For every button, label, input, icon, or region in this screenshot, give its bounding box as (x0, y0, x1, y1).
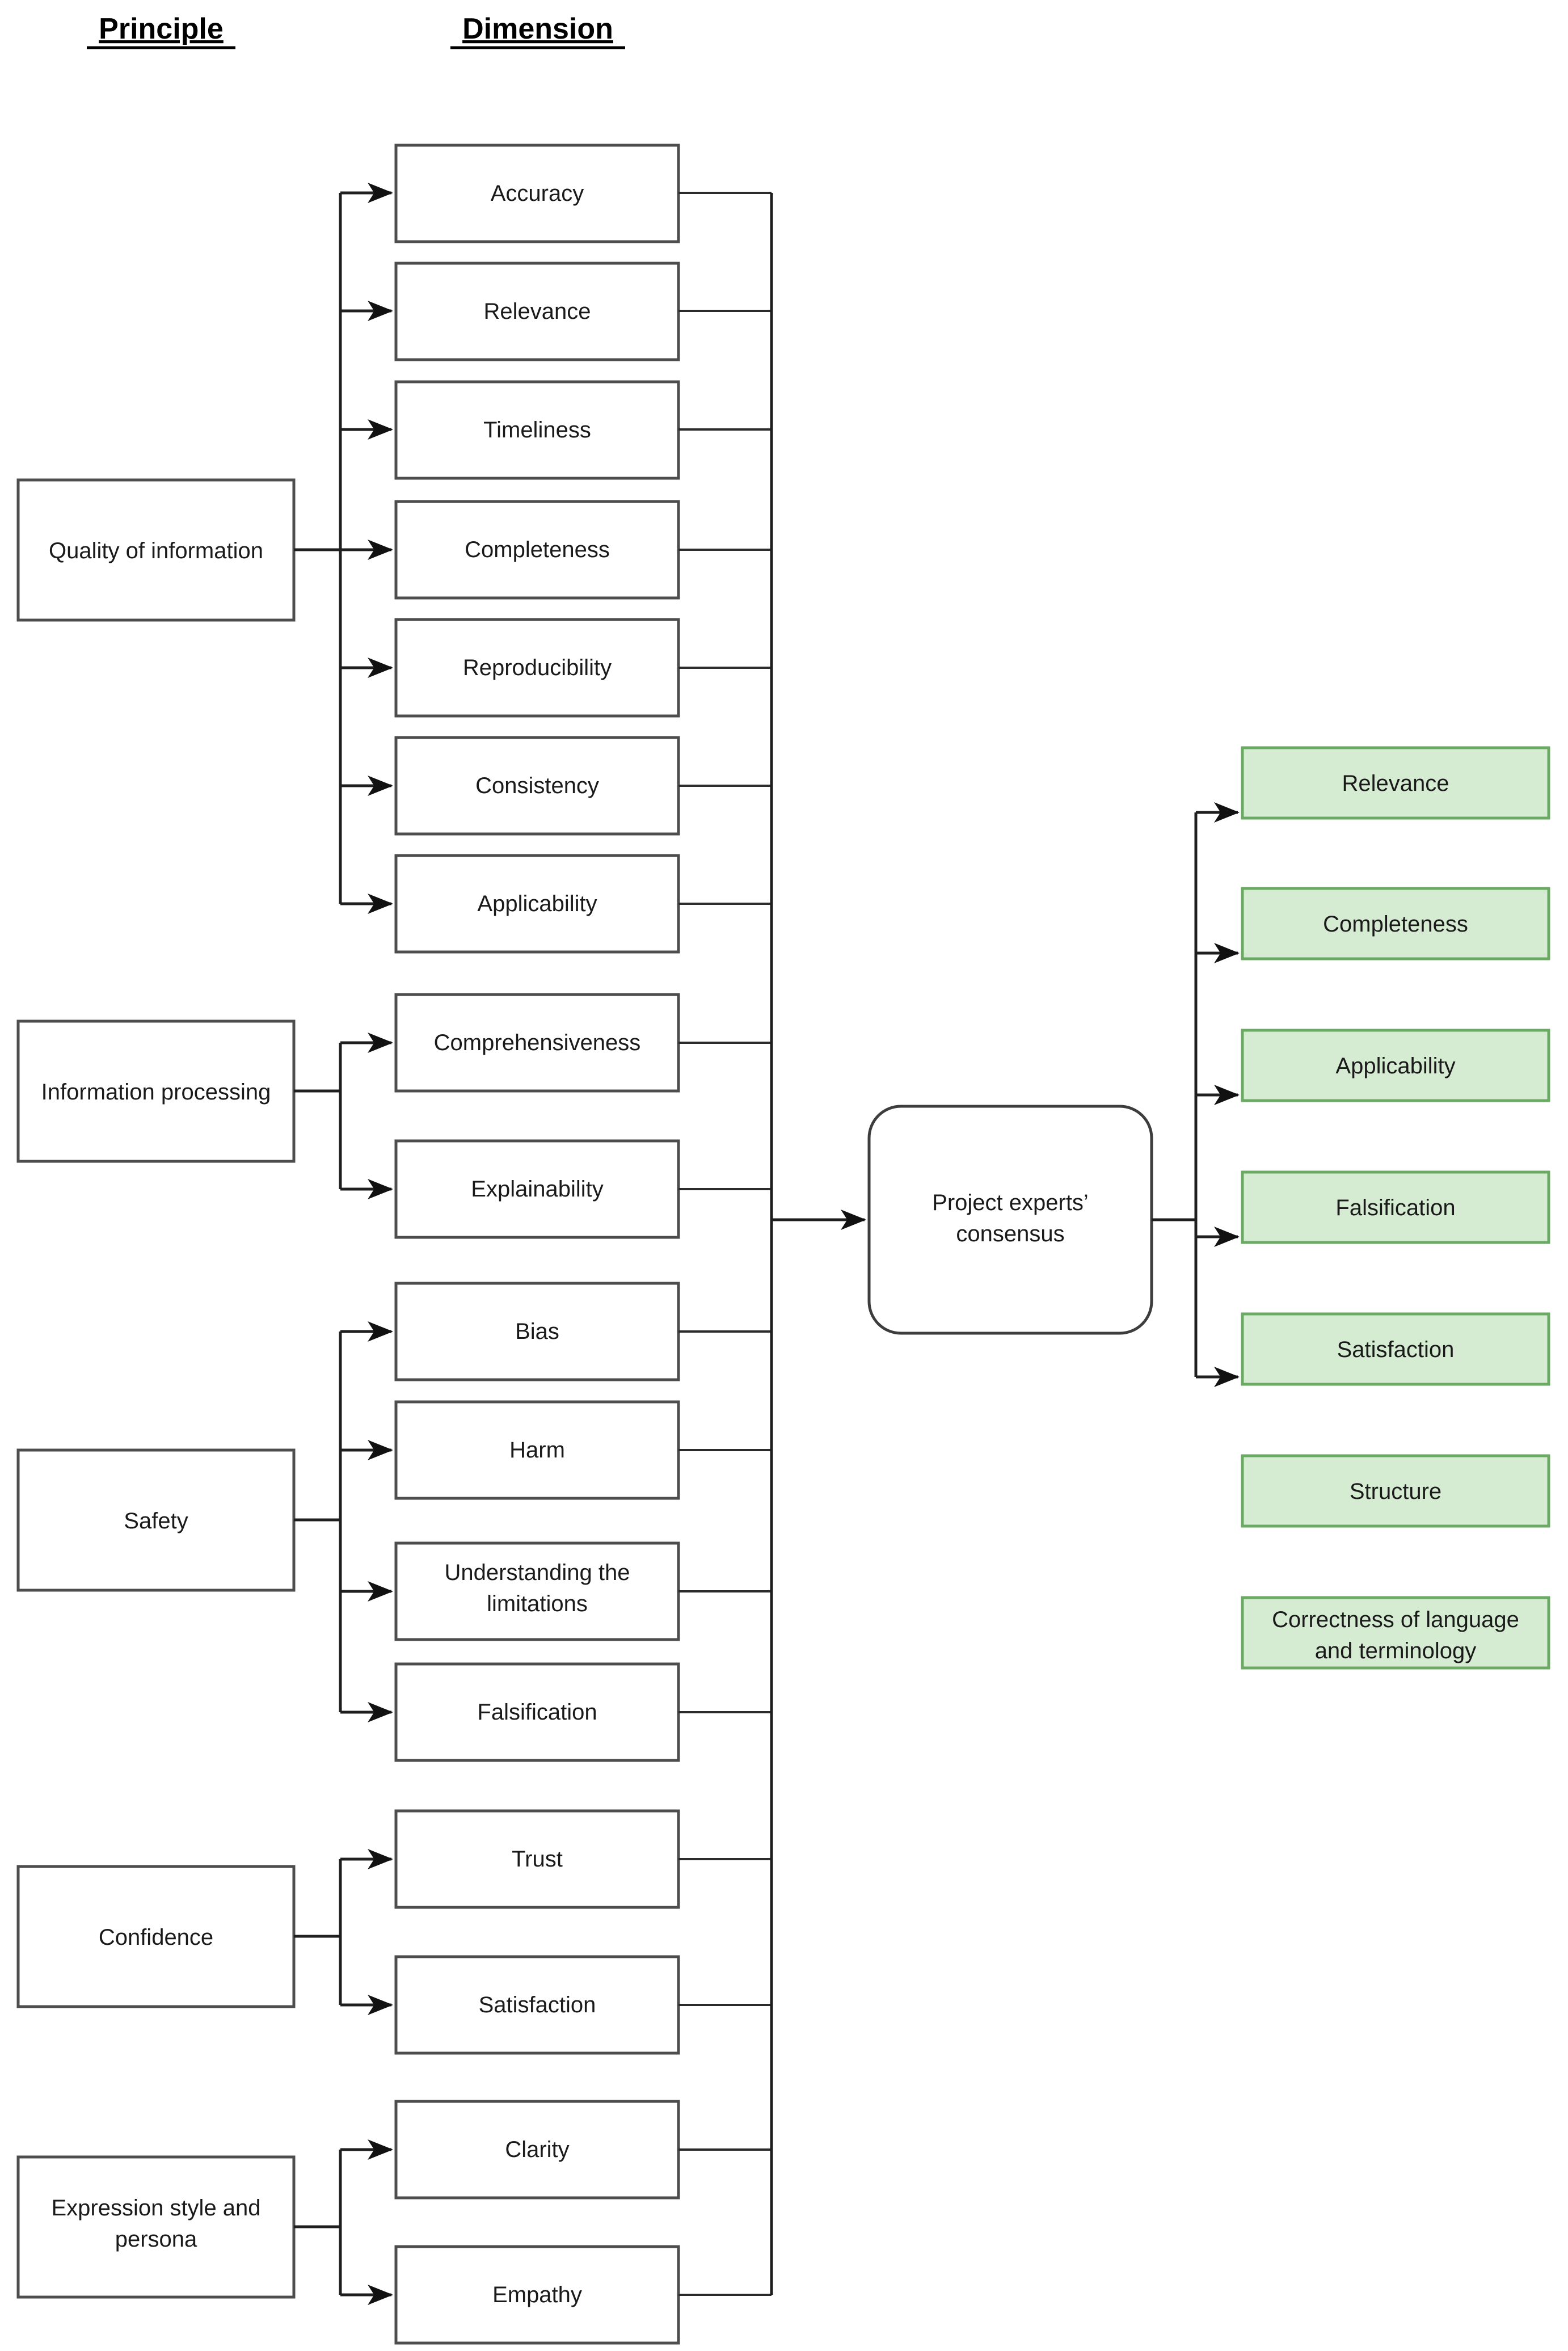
dimension-box-consistency[interactable]: Consistency (394, 736, 680, 836)
dimension-label-understanding-line2: limitations (487, 1591, 588, 1616)
dimension-label-consistency: Consistency (475, 773, 599, 798)
dimension-label-empathy: Empathy (492, 2282, 582, 2307)
principle-label-expression-style-line2: persona (115, 2227, 197, 2252)
connector-group-confidence (294, 1849, 394, 2015)
outcome-label-completeness: Completeness (1323, 912, 1468, 937)
principle-label-confidence: Confidence (99, 1925, 213, 1950)
dimension-box-accuracy[interactable]: Accuracy (394, 144, 680, 243)
dimension-label-relevance: Relevance (483, 299, 591, 324)
dimension-box-bias[interactable]: Bias (394, 1282, 680, 1381)
dimension-box-explainability[interactable]: Explainability (394, 1139, 680, 1239)
dimension-label-bias: Bias (515, 1319, 559, 1344)
dimension-box-reproducibility[interactable]: Reproducibility (394, 618, 680, 718)
connector-group-expression-style-and-persona (294, 2139, 394, 2305)
dimension-box-satisfaction[interactable]: Satisfaction (394, 1955, 680, 2055)
dimension-box-comprehensiveness[interactable]: Comprehensiveness (394, 993, 680, 1093)
connector-group-dimensions-to-consensus (678, 192, 867, 2296)
connector-group-quality-of-information (294, 183, 394, 914)
outcome-label-relevance: Relevance (1342, 771, 1449, 796)
dimension-label-completeness: Completeness (465, 537, 610, 562)
dimension-label-harm: Harm (509, 1438, 565, 1463)
consensus-label-line2: consensus (956, 1221, 1064, 1246)
dimension-label-understanding-line1: Understanding the (445, 1560, 630, 1585)
outcome-label-falsification: Falsification (1335, 1195, 1455, 1220)
connector-group-safety (294, 1321, 394, 1722)
column-header-dimension: Dimension (450, 12, 625, 49)
column-header-principle: Principle (87, 12, 235, 49)
connector-group-consensus-to-outcomes (1152, 802, 1240, 1387)
connector-group-information-processing (294, 1033, 394, 1199)
dimension-box-timeliness[interactable]: Timeliness (394, 380, 680, 480)
dimension-box-applicability[interactable]: Applicability (394, 854, 680, 954)
dimension-box-trust[interactable]: Trust (394, 1809, 680, 1909)
outcome-box-structure[interactable]: Structure (1241, 1454, 1550, 1528)
dimension-box-falsification[interactable]: Falsification (394, 1662, 680, 1762)
header-principle-label: Principle (99, 12, 224, 45)
header-dimension-label: Dimension (462, 12, 613, 45)
dimension-label-timeliness: Timeliness (483, 418, 591, 443)
outcome-label-correctness-line2: and terminology (1315, 1638, 1477, 1663)
dimension-label-reproducibility: Reproducibility (463, 655, 612, 680)
dimension-box-understanding-the-limitations[interactable]: Understanding the limitations (394, 1541, 680, 1641)
dimension-label-accuracy: Accuracy (491, 181, 584, 206)
principle-label-safety: Safety (124, 1509, 188, 1533)
principle-box-confidence[interactable]: Confidence (16, 1865, 296, 2008)
outcome-label-structure: Structure (1350, 1479, 1441, 1504)
outcome-label-applicability: Applicability (1335, 1054, 1455, 1078)
dimension-label-satisfaction: Satisfaction (479, 1992, 596, 2017)
outcome-box-correctness-of-language[interactable]: Correctness of language and terminology (1241, 1596, 1550, 1670)
outcome-label-satisfaction: Satisfaction (1337, 1337, 1455, 1362)
principle-label-expression-style-line1: Expression style and (51, 2196, 260, 2221)
dimension-label-clarity: Clarity (505, 2137, 569, 2162)
outcome-label-correctness-line1: Correctness of language (1272, 1607, 1519, 1632)
dimension-label-applicability: Applicability (477, 891, 597, 916)
principle-box-expression-style-and-persona[interactable]: Expression style and persona (16, 2155, 296, 2299)
outcome-box-completeness[interactable]: Completeness (1241, 887, 1550, 960)
outcome-box-relevance[interactable]: Relevance (1241, 746, 1550, 820)
principle-box-quality-of-information[interactable]: Quality of information (16, 478, 296, 622)
principle-label-information-processing: Information processing (41, 1080, 271, 1105)
dimension-label-trust: Trust (512, 1847, 563, 1872)
dimension-label-falsification: Falsification (477, 1700, 597, 1725)
consensus-box[interactable]: Project experts’ consensus (867, 1105, 1153, 1335)
dimension-label-explainability: Explainability (471, 1177, 603, 1202)
outcome-box-applicability[interactable]: Applicability (1241, 1029, 1550, 1102)
dimension-box-clarity[interactable]: Clarity (394, 2100, 680, 2200)
dimension-label-comprehensiveness: Comprehensiveness (434, 1030, 641, 1055)
outcome-box-falsification[interactable]: Falsification (1241, 1170, 1550, 1244)
outcome-box-satisfaction[interactable]: Satisfaction (1241, 1312, 1550, 1386)
dimension-box-relevance[interactable]: Relevance (394, 262, 680, 361)
consensus-label-line1: Project experts’ (932, 1190, 1089, 1215)
dimension-box-completeness[interactable]: Completeness (394, 500, 680, 600)
principle-box-safety[interactable]: Safety (16, 1448, 296, 1592)
dimension-box-harm[interactable]: Harm (394, 1400, 680, 1500)
principle-label-quality-of-information: Quality of information (49, 538, 263, 563)
principle-box-information-processing[interactable]: Information processing (16, 1019, 296, 1163)
dimension-box-empathy[interactable]: Empathy (394, 2245, 680, 2345)
